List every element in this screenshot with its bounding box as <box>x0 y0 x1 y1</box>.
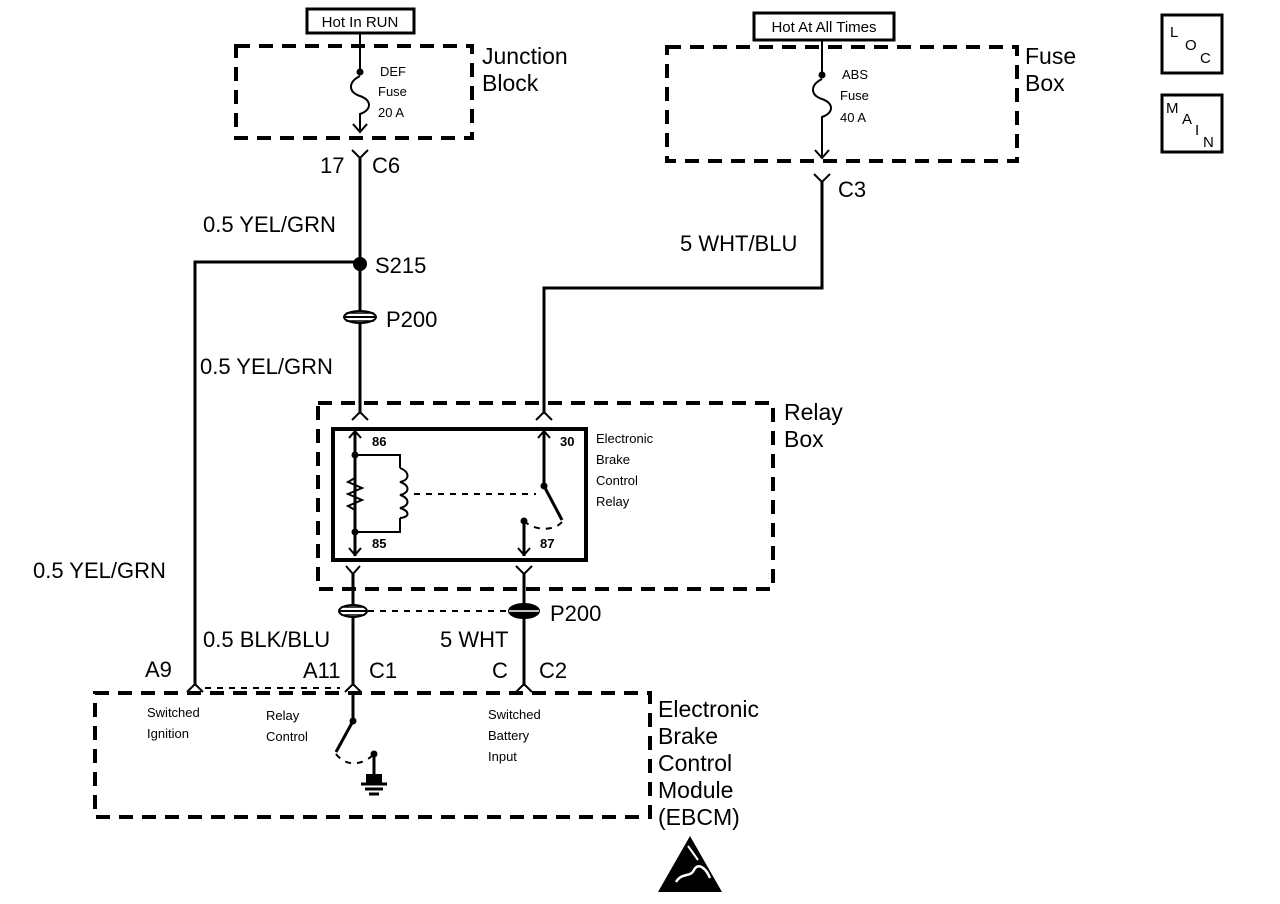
wire-label-wht: 5 WHT <box>440 627 508 652</box>
hot-in-run-label: Hot In RUN <box>305 7 416 35</box>
ebcm-switch-icon <box>334 720 355 753</box>
hot-at-all-times-label: Hot At All Times <box>752 11 896 42</box>
c6-pin-number: 17 <box>320 153 344 178</box>
relay-resistor-icon <box>345 477 365 511</box>
pin-a11-label: A11 <box>303 658 341 683</box>
pin-c-label: C <box>492 658 508 683</box>
relay-pin-87: 87 <box>540 536 554 551</box>
relay-pin-30: 30 <box>560 434 574 449</box>
relay-coil-icon <box>399 467 409 519</box>
abs-fuse-rating: 40 A <box>840 110 866 125</box>
connector-c1-label: C1 <box>369 658 397 683</box>
ebcm-title-1: Electronic <box>658 696 759 722</box>
c6-connector-label: C6 <box>372 153 400 178</box>
battery-input-label-2: Battery <box>488 728 530 743</box>
c3-connector-label: C3 <box>838 177 866 202</box>
def-fuse-word: Fuse <box>378 84 407 99</box>
pin-a9-label: A9 <box>145 657 172 682</box>
ebcm-title-5: (EBCM) <box>658 804 740 830</box>
ebcm-title-3: Control <box>658 750 732 776</box>
ebcm-title-2: Brake <box>658 723 718 749</box>
battery-input-label-1: Switched <box>488 707 541 722</box>
wire-label-yel-grn-top: 0.5 YEL/GRN <box>203 212 336 237</box>
relay-pin-85: 85 <box>372 536 386 551</box>
p200-bottom-label: P200 <box>550 601 601 626</box>
loc-letter-o: O <box>1185 37 1197 54</box>
main-icon[interactable]: M A I N <box>1160 93 1224 154</box>
relay-switch-icon <box>542 485 564 521</box>
loc-letter-l: L <box>1170 24 1178 41</box>
p200-top-label: P200 <box>386 307 437 332</box>
p200-bottom-connector-icon <box>338 603 540 619</box>
junction-block-title-1: Junction <box>482 43 568 69</box>
loc-letter-c: C <box>1200 50 1211 67</box>
fuse-box-title-1: Fuse <box>1025 43 1076 69</box>
main-letter-m: M <box>1166 100 1179 117</box>
esd-warning-icon <box>658 836 722 892</box>
wire-label-wht-blu: 5 WHT/BLU <box>680 231 797 256</box>
relay-control-label-2: Control <box>266 729 308 744</box>
p200-top-connector-icon <box>343 310 377 324</box>
relay-name-2: Brake <box>596 452 630 467</box>
wire-label-blk-blu: 0.5 BLK/BLU <box>203 627 330 652</box>
junction-block: Junction Block DEF Fuse 20 A <box>234 33 568 140</box>
fuse-box: Fuse Box ABS Fuse 40 A <box>665 40 1076 163</box>
relay-pin-86: 86 <box>372 434 386 449</box>
ground-icon <box>361 774 387 796</box>
wht-blu-wire <box>542 182 824 414</box>
ebcm-module: Electronic Brake Control Module (EBCM) S… <box>93 691 759 830</box>
wire-label-yel-grn-left: 0.5 YEL/GRN <box>33 558 166 583</box>
relay-control-label-1: Relay <box>266 708 300 723</box>
def-fuse-icon <box>350 75 370 130</box>
s215-splice-icon <box>353 257 367 271</box>
main-letter-n: N <box>1203 134 1214 151</box>
hot-in-run-text: Hot In RUN <box>322 14 399 31</box>
relay-name-1: Electronic <box>596 431 654 446</box>
battery-input-label-3: Input <box>488 749 517 764</box>
ebc-relay <box>331 427 588 562</box>
main-letter-a: A <box>1182 111 1192 128</box>
connector-c2-label: C2 <box>539 658 567 683</box>
def-fuse-rating: 20 A <box>378 105 404 120</box>
relay-name-4: Relay <box>596 494 630 509</box>
hot-at-all-times-text: Hot At All Times <box>771 19 876 36</box>
loc-icon[interactable]: L O C <box>1160 13 1224 75</box>
fuse-box-title-2: Box <box>1025 70 1065 96</box>
relay-name-3: Control <box>596 473 638 488</box>
switched-ignition-label-1: Switched <box>147 705 200 720</box>
s215-splice-label: S215 <box>375 253 426 278</box>
relay-box-title-1: Relay <box>784 399 843 425</box>
abs-fuse-icon <box>812 78 832 156</box>
main-letter-i: I <box>1195 122 1199 139</box>
yel-grn-wire-branch <box>193 260 360 686</box>
relay-box-title-2: Box <box>784 426 824 452</box>
abs-fuse-word: Fuse <box>840 88 869 103</box>
junction-block-title-2: Block <box>482 70 539 96</box>
relay-box: Relay Box Electronic Brake Control Relay… <box>316 399 843 591</box>
switched-ignition-label-2: Ignition <box>147 726 189 741</box>
abs-fuse-name: ABS <box>842 67 868 82</box>
wire-label-yel-grn-mid: 0.5 YEL/GRN <box>200 354 333 379</box>
ebcm-title-4: Module <box>658 777 733 803</box>
def-fuse-name: DEF <box>380 64 406 79</box>
